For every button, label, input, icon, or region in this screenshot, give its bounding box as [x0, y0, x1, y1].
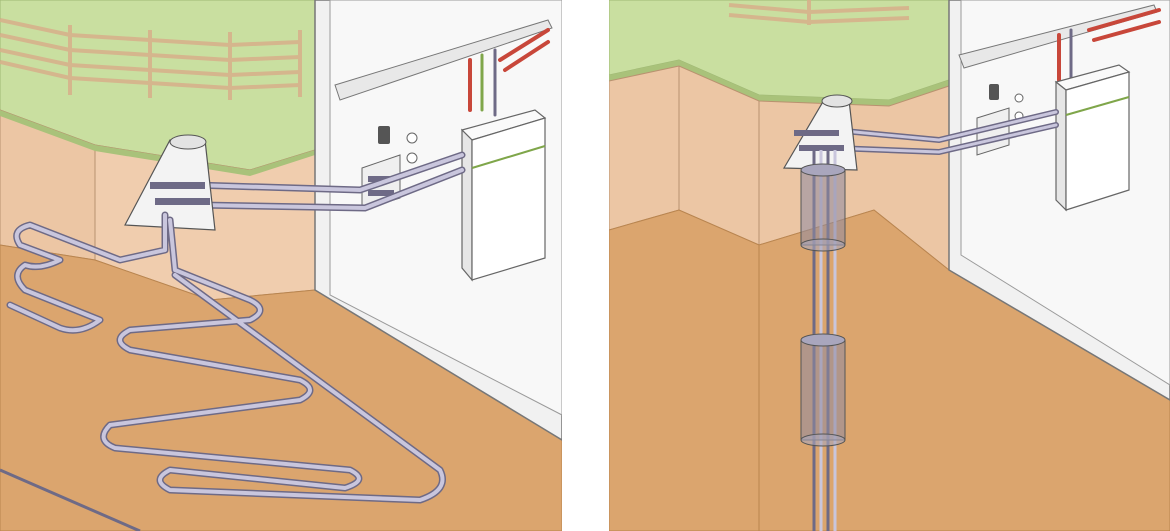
panel-horizontal-collector — [0, 0, 562, 531]
heating-distribution-pipes — [468, 28, 550, 117]
vertical-probe-illustration — [609, 0, 1170, 531]
heat-pump-unit — [1054, 64, 1131, 212]
borehole-casing — [800, 163, 846, 447]
heat-pump-unit — [460, 109, 547, 282]
ground-cable — [0, 468, 141, 531]
ceiling-rail — [334, 19, 553, 101]
heating-distribution-pipes — [1057, 8, 1161, 82]
building-interior — [329, 0, 562, 416]
lawn-edge — [609, 60, 949, 106]
supply-return-lines — [191, 151, 466, 212]
borehole-head-shaft — [782, 94, 858, 171]
ground-collector-loops — [6, 211, 446, 504]
supply-return-lines — [831, 109, 1059, 156]
panel-vertical-probe — [609, 0, 1170, 531]
horizontal-collector-illustration — [0, 0, 562, 531]
collector-distributor — [124, 134, 216, 231]
garden-fence — [728, 0, 910, 25]
garden-fence — [0, 18, 302, 100]
